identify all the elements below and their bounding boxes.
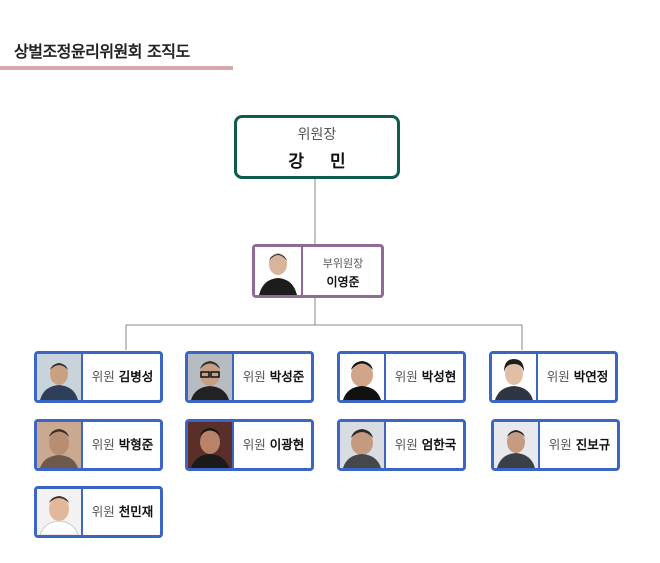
vice-chair-photo xyxy=(255,247,303,295)
vice-chair-role: 부위원장 xyxy=(322,257,364,270)
member-card: 위원 박성준 xyxy=(185,351,314,403)
vice-chair-name: 이영준 xyxy=(326,275,360,289)
member-name: 김병성 xyxy=(118,369,154,384)
member-role: 위원 xyxy=(394,437,418,452)
member-photo xyxy=(37,489,83,535)
member-card: 위원 엄한국 xyxy=(337,419,466,471)
member-photo xyxy=(37,354,83,400)
member-card: 위원 천민재 xyxy=(34,486,163,538)
member-photo xyxy=(340,422,386,468)
member-name: 이광현 xyxy=(269,437,305,452)
title-underline xyxy=(0,66,233,70)
member-name: 진보규 xyxy=(575,437,611,452)
member-card: 위원 박연정 xyxy=(489,351,618,403)
member-role: 위원 xyxy=(242,437,266,452)
page-title: 상벌조정윤리위원회 조직도 xyxy=(14,42,190,61)
member-role: 위원 xyxy=(91,504,115,519)
chair-box: 위원장 강 민 xyxy=(234,115,400,179)
member-name: 천민재 xyxy=(118,504,154,519)
member-photo xyxy=(492,354,538,400)
member-name: 박성현 xyxy=(421,369,457,384)
member-photo xyxy=(340,354,386,400)
member-role: 위원 xyxy=(394,369,418,384)
member-card: 위원 박성현 xyxy=(337,351,466,403)
member-photo xyxy=(494,422,540,468)
chair-name: 강 민 xyxy=(288,152,356,172)
member-name: 박연정 xyxy=(573,369,609,384)
member-photo xyxy=(37,422,83,468)
member-card: 위원 박형준 xyxy=(34,419,163,471)
member-role: 위원 xyxy=(546,369,570,384)
member-card: 위원 진보규 xyxy=(491,419,620,471)
chair-role: 위원장 xyxy=(297,127,337,143)
member-card: 위원 이광현 xyxy=(185,419,314,471)
vice-chair-box: 부위원장 이영준 xyxy=(252,244,384,298)
member-name: 엄한국 xyxy=(421,437,457,452)
member-name: 박성준 xyxy=(269,369,305,384)
member-role: 위원 xyxy=(548,437,572,452)
member-role: 위원 xyxy=(91,437,115,452)
member-role: 위원 xyxy=(91,369,115,384)
member-role: 위원 xyxy=(242,369,266,384)
member-name: 박형준 xyxy=(118,437,154,452)
member-photo xyxy=(188,422,234,468)
member-photo xyxy=(188,354,234,400)
member-card: 위원 김병성 xyxy=(34,351,163,403)
